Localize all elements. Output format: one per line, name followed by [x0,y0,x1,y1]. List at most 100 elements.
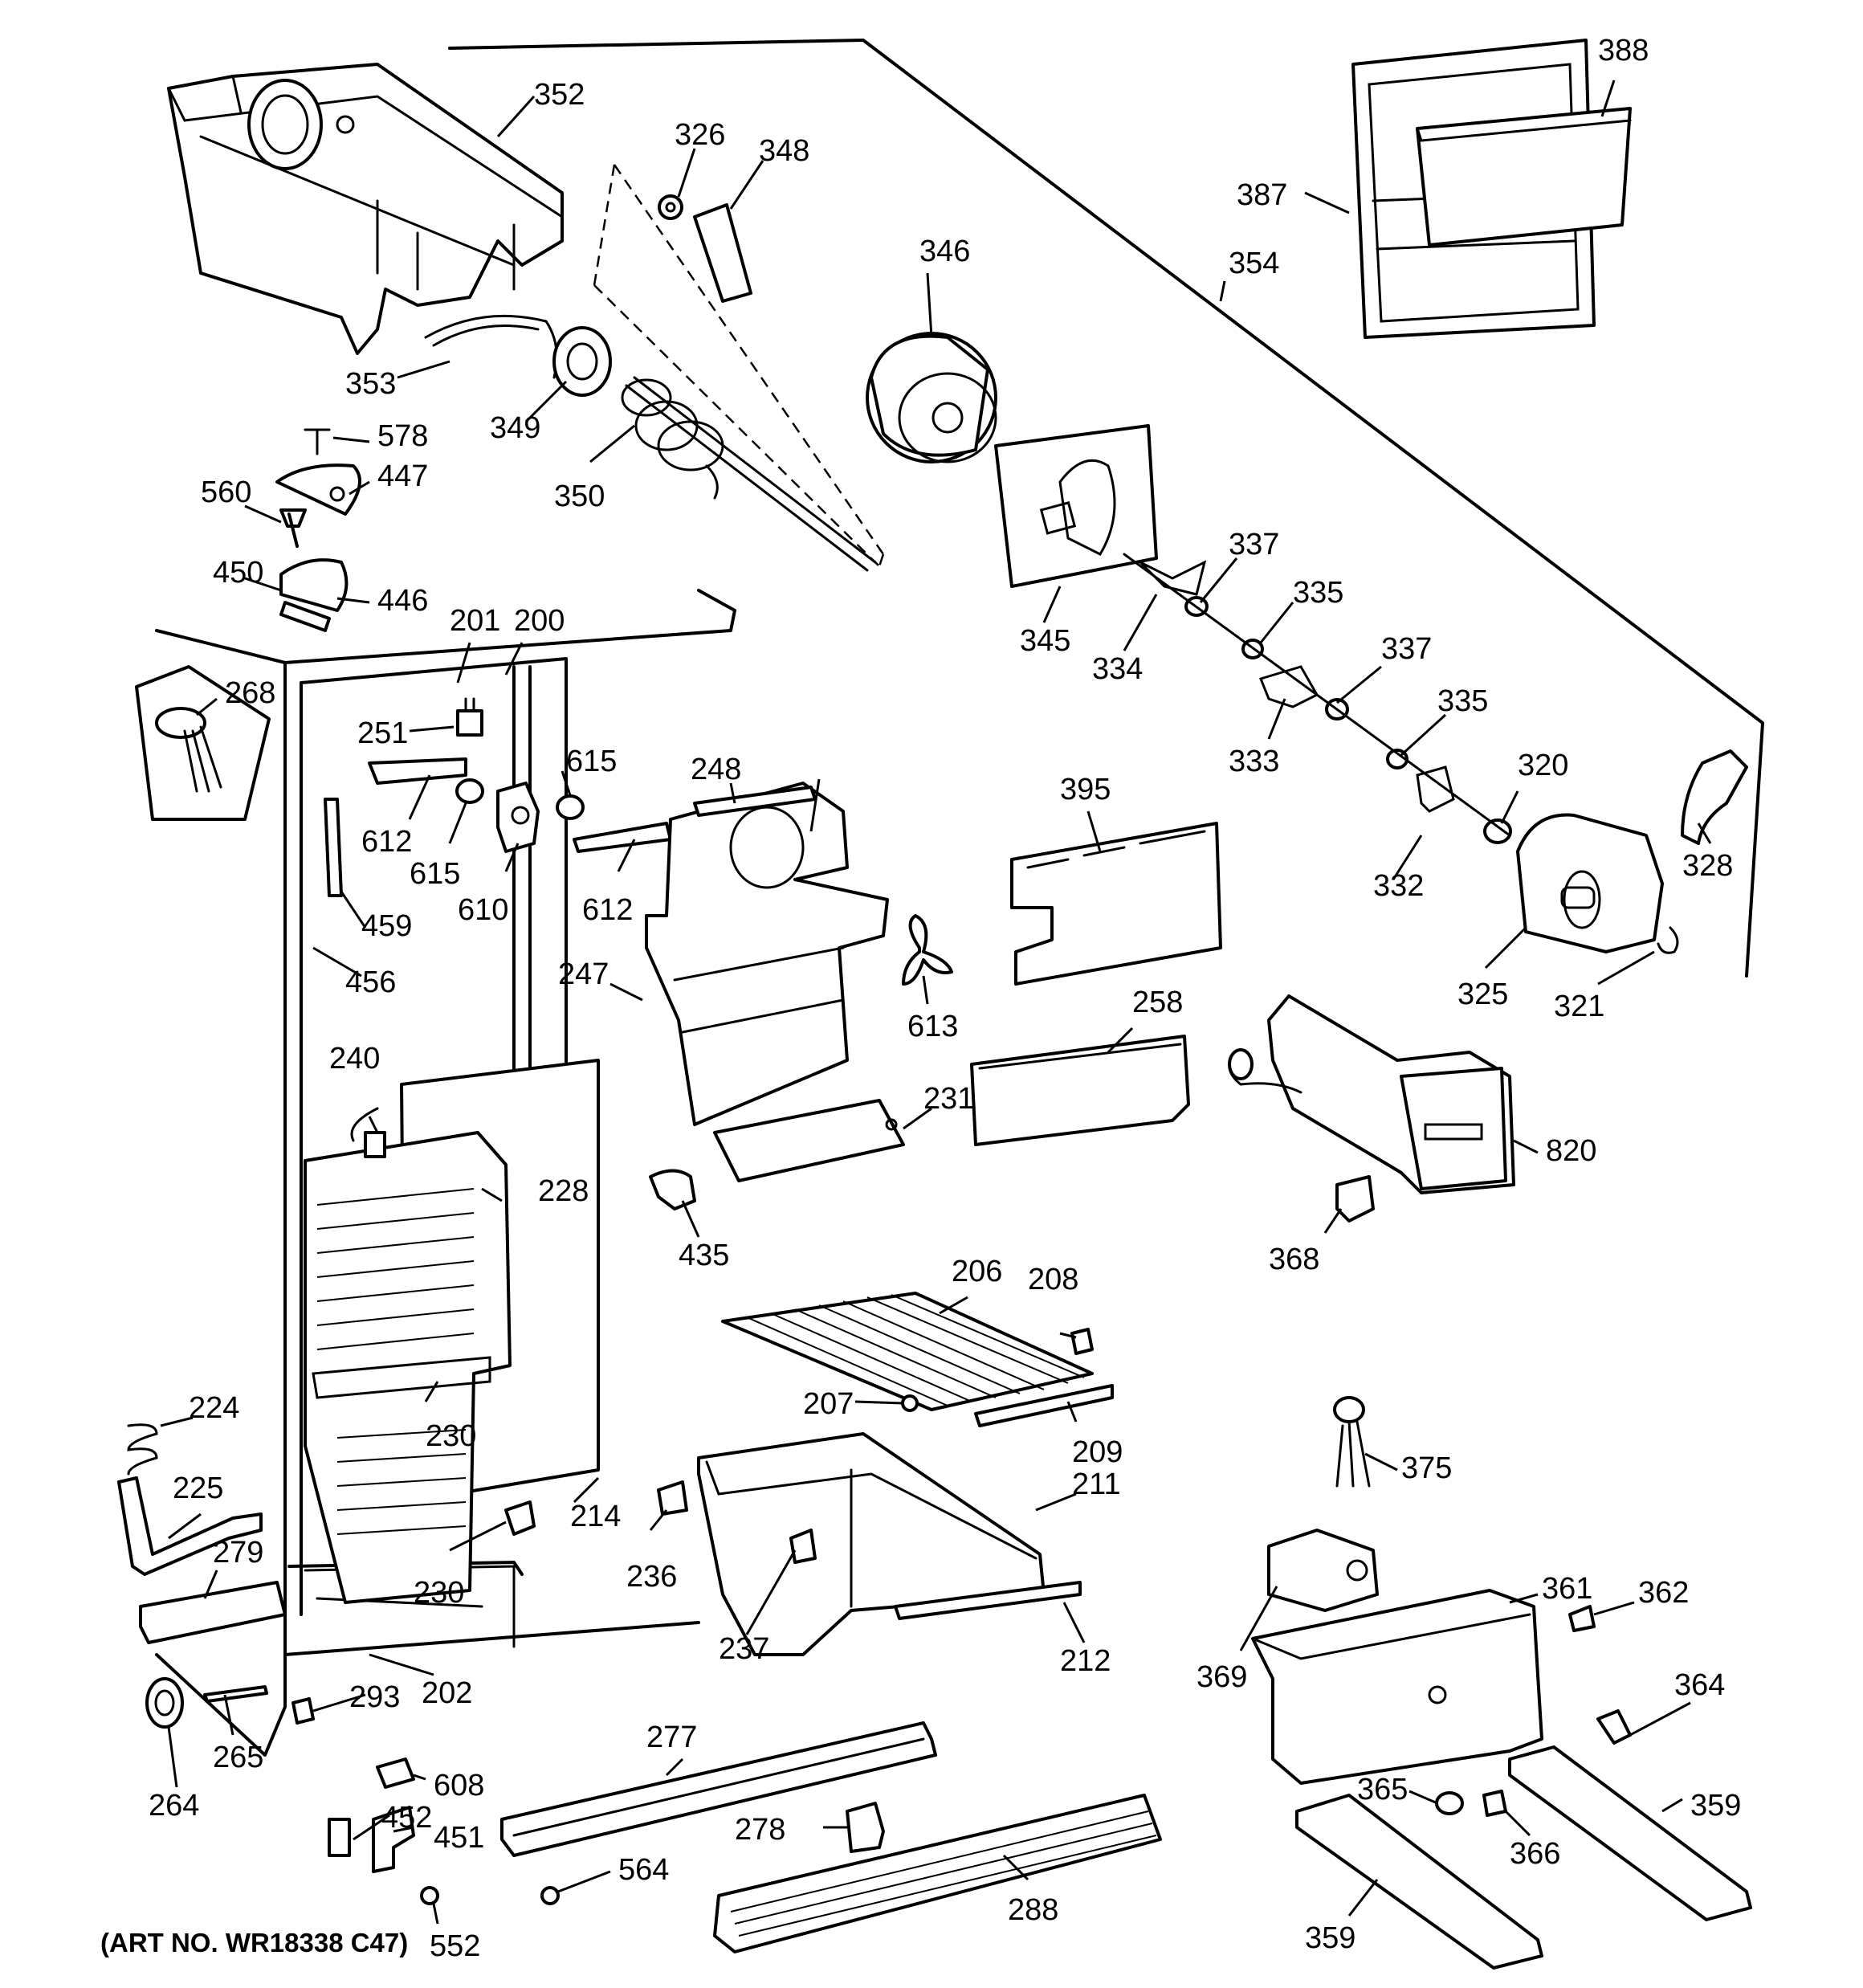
part-613-fan-blade [902,914,953,986]
callout-613: 613 [907,1010,958,1043]
callout-325: 325 [1457,978,1508,1011]
callout-395: 395 [1060,773,1111,806]
callout-labels: 352 326 348 346 353 349 350 578 447 560 … [100,34,1741,1963]
callout-564: 564 [618,1853,669,1887]
callout-337-b: 337 [1381,632,1432,666]
callout-359-a: 359 [1690,1789,1741,1823]
part-251-switch [456,697,483,737]
callout-265: 265 [213,1741,263,1774]
callout-612-a: 612 [361,825,412,859]
part-361-control-bracket [1251,1589,1543,1785]
part-278-leveling-leg [846,1802,885,1853]
callout-288: 288 [1008,1893,1058,1927]
part-820-ice-maker [1228,994,1515,1194]
callout-346: 346 [919,235,970,268]
callout-240: 240 [329,1042,380,1076]
part-321-clip [1657,926,1679,954]
callout-200: 200 [514,604,565,638]
callout-320: 320 [1518,749,1568,782]
callout-278: 278 [735,1813,785,1847]
callout-612-b: 612 [582,893,633,927]
callout-362: 362 [1638,1576,1689,1610]
part-209-shelf-trim [974,1384,1114,1427]
callout-345: 345 [1020,624,1070,658]
part-293-hinge-pin [291,1697,315,1725]
callout-610: 610 [458,893,508,927]
part-552-screw [420,1886,439,1905]
callout-388: 388 [1598,34,1649,67]
callout-230-a: 230 [426,1419,476,1453]
callout-332: 332 [1373,869,1424,903]
callout-337-a: 337 [1229,528,1279,561]
callout-230-b: 230 [414,1576,464,1610]
art-number-caption: (ART NO. WR18338 C47) [100,1928,408,1957]
callout-334: 334 [1092,652,1143,686]
ice-bucket [167,63,564,355]
cabinet-outline [155,39,1764,1757]
callout-328: 328 [1682,849,1733,883]
part-288-grille [713,1794,1162,1953]
callout-369: 369 [1196,1660,1247,1694]
part-375-harness [1333,1396,1371,1488]
part-612-bracket-right [573,822,672,853]
callout-268: 268 [225,676,275,710]
part-368-bracket [1335,1175,1375,1223]
part-615-grommet-right [556,794,585,820]
callout-202: 202 [422,1676,472,1710]
part-395-cover-panel [1010,822,1222,986]
bucket-bail-353 [424,314,558,379]
callout-456: 456 [345,965,396,999]
callout-364: 364 [1674,1668,1725,1702]
callout-228: 228 [538,1174,589,1208]
part-247-fan-shroud [645,782,889,1126]
callout-820: 820 [1546,1134,1596,1168]
part-388-dispenser-door [1416,107,1632,247]
callout-560: 560 [201,476,251,509]
part-366-clip [1482,1790,1507,1817]
callout-214: 214 [570,1500,621,1533]
part-451-hinge [372,1806,415,1873]
leader-lines [160,80,1712,1925]
callout-387: 387 [1237,178,1287,212]
part-231-drain-trough [713,1099,905,1182]
part-615-grommet-left [455,778,484,804]
callout-452: 452 [381,1801,432,1835]
part-265-pin [203,1685,268,1703]
callout-350: 350 [554,480,605,513]
callout-236: 236 [626,1560,677,1594]
callout-251: 251 [357,716,408,750]
part-364-relay [1596,1709,1632,1745]
callout-293: 293 [349,1680,400,1714]
part-225-drain-tube [117,1476,263,1576]
callout-451: 451 [434,1821,484,1855]
callout-375: 375 [1401,1451,1452,1485]
callout-447: 447 [377,459,428,493]
callout-352: 352 [534,78,585,112]
callout-333: 333 [1229,745,1279,778]
part-346-drum [866,332,997,463]
callout-446: 446 [377,584,428,618]
part-564-screw [540,1886,560,1905]
callout-615-b: 615 [410,857,460,891]
part-325-ice-maker-motor [1516,813,1664,953]
callout-361: 361 [1542,1572,1592,1606]
callout-279: 279 [213,1536,263,1570]
callout-212: 212 [1060,1644,1111,1678]
part-612-bracket-left [368,757,467,785]
callout-368: 368 [1269,1243,1319,1276]
part-208-shelf-clip [1070,1328,1094,1355]
part-264-bushing [145,1677,184,1729]
part-279-rail [139,1581,287,1644]
part-326-washer [658,194,683,220]
callout-321: 321 [1554,990,1604,1023]
part-359-channel-left [1295,1794,1543,1970]
callout-209: 209 [1072,1435,1123,1469]
part-610-fan-motor [496,782,540,853]
callout-326: 326 [675,118,725,152]
callout-208: 208 [1028,1263,1078,1296]
part-211-freezer-basket [697,1432,1046,1656]
hinge-parts [275,428,361,632]
part-608-cam [376,1757,415,1789]
part-258-fan-cover [970,1035,1190,1146]
callout-615-a: 615 [566,745,617,778]
